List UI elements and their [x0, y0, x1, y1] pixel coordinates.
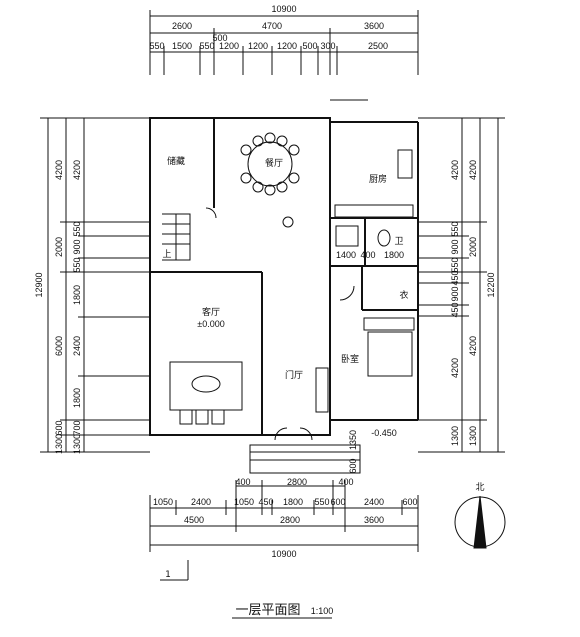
dim-top-r2-1: 2600 [172, 21, 192, 31]
dim-bottom-r1-3: 400 [338, 477, 353, 487]
dim-right-r3-7: 450 [450, 302, 460, 317]
drawing-scale: 1:100 [311, 606, 334, 616]
dim-bottom-total: 10900 [271, 549, 296, 559]
dim-right-r3-2: 550 [450, 221, 460, 236]
dim-bottom-r2-1: 1050 [153, 497, 173, 507]
dim-top-r3-8: 300 [320, 41, 335, 51]
room-closet: 衣 [399, 289, 408, 301]
dim-left-r3-4: 550 [72, 257, 82, 272]
wardrobe [363, 317, 415, 331]
dim-bottom-r2-3: 1050 [234, 497, 254, 507]
dim-top-r2-3: 3600 [364, 21, 384, 31]
dim-left-r3-2: 550 [72, 221, 82, 236]
dim-bottom-r1-2: 2800 [287, 477, 307, 487]
dim-bottom-r2-2: 2400 [191, 497, 211, 507]
north-label: 北 [475, 482, 484, 493]
dim-right-r3-8: 4200 [450, 358, 460, 378]
dim-bottom-r3-3: 3600 [364, 515, 384, 525]
room-dining: 餐厅 [265, 157, 283, 169]
dim-left-r2-2: 2000 [54, 237, 64, 257]
north-arrow-icon [473, 495, 487, 549]
dim-left-r2-1: 4200 [54, 160, 64, 180]
dim-right-r2-2: 2000 [468, 237, 478, 257]
level-exterior: -0.450 [371, 428, 397, 438]
dim-bottom-r2-7: 600 [330, 497, 345, 507]
dim-top-r3-2: 1500 [172, 41, 192, 51]
dim-top-r3-5: 1200 [248, 41, 268, 51]
dim-left-r3-3: 900 [72, 239, 82, 254]
dim-right-r3-4: 550 [450, 257, 460, 272]
dim-porch-step: 600 [348, 458, 358, 473]
porch-steps [249, 444, 361, 474]
dim-bottom-r3-2: 2800 [280, 515, 300, 525]
dim-left-r2-4: 600 [54, 420, 64, 435]
dim-right-r3-1: 4200 [450, 160, 460, 180]
dim-bottom-r3-1: 4500 [184, 515, 204, 525]
dim-bottom-r2-6: 550 [314, 497, 329, 507]
dim-right-total: 12200 [486, 272, 496, 297]
room-storage: 储藏 [167, 155, 185, 167]
dim-bottom-r1-1: 400 [235, 477, 250, 487]
dim-left-r3-1: 4200 [72, 160, 82, 180]
coffee-table [191, 375, 221, 393]
room-foyer: 门厅 [285, 369, 303, 381]
dim-bath-3: 1800 [384, 250, 404, 260]
level-living: ±0.000 [197, 319, 224, 329]
dim-left-r3-6: 2400 [72, 336, 82, 356]
dim-top-r3-6: 1200 [277, 41, 297, 51]
room-bathroom: 卫 [394, 237, 403, 247]
dim-top-r3-7: 500 [302, 41, 317, 51]
dim-right-r2-1: 4200 [468, 160, 478, 180]
dim-top-total: 10900 [271, 4, 296, 14]
dim-top-small: 500 [212, 33, 227, 43]
section-mark: 1 [165, 570, 171, 580]
dim-right-r3-9: 1300 [450, 426, 460, 446]
door-arc-entry-left [274, 427, 288, 441]
dim-right-r2-4: 1300 [468, 426, 478, 446]
dim-porch-right: 1350 [348, 430, 358, 450]
dim-top-r3-1: 550 [149, 41, 164, 51]
bed [367, 331, 413, 377]
walls [149, 117, 419, 436]
dim-left-r3-7: 1800 [72, 388, 82, 408]
dim-left-r3-9: 1300 [72, 434, 82, 454]
dim-top-r2-2: 4700 [262, 21, 282, 31]
stair-up-label: 上 [162, 249, 171, 260]
dim-bottom-r2-5: 1800 [283, 497, 303, 507]
dim-right-r2-3: 4200 [468, 336, 478, 356]
dim-right-r3-3: 900 [450, 239, 460, 254]
door-arc-storage [205, 207, 217, 219]
dim-bath-2: 400 [360, 250, 375, 260]
room-living: 客厅 [202, 306, 220, 318]
room-bedroom: 卧室 [341, 353, 359, 365]
dim-left-r2-3: 6000 [54, 336, 64, 356]
plant [282, 216, 294, 228]
dim-left-r3-5: 1800 [72, 285, 82, 305]
dim-top-r3-4: 1200 [219, 41, 239, 51]
dim-top-r3-9: 2500 [368, 41, 388, 51]
dim-left-total: 12900 [34, 272, 44, 297]
dining-table [247, 141, 293, 187]
dim-bottom-r2-8: 2400 [364, 497, 384, 507]
dim-top-r3-3: 550 [199, 41, 214, 51]
drawing-title: 一层平面图 [235, 603, 300, 618]
room-kitchen: 厨房 [369, 173, 387, 185]
dim-left-r3-8: 700 [72, 420, 82, 435]
sofa-set [169, 361, 243, 411]
door-arc-bedroom [339, 285, 355, 301]
dim-right-r3-5: 450 [450, 270, 460, 285]
dim-left-r2-5: 1300 [54, 434, 64, 454]
dim-right-r3-6: 900 [450, 286, 460, 301]
door-arc-entry-right [299, 427, 313, 441]
dim-bottom-r2-9: 600 [402, 497, 417, 507]
dim-bath-1: 1400 [336, 250, 356, 260]
dim-bottom-r2-4: 450 [258, 497, 273, 507]
